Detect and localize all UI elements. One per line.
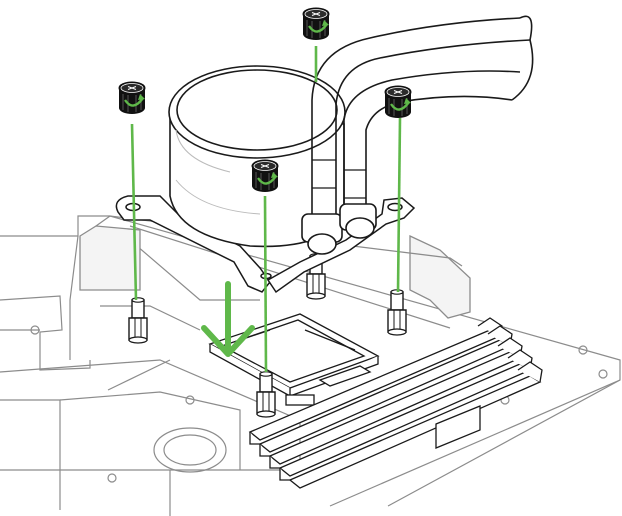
guide-line-2 bbox=[396, 117, 402, 293]
ram-slots bbox=[248, 317, 543, 489]
standoff-2 bbox=[387, 289, 407, 336]
guide-lines bbox=[130, 46, 402, 373]
thumbscrew-icon bbox=[301, 6, 331, 42]
thumbscrew-icon bbox=[383, 84, 413, 120]
standoff-1 bbox=[128, 297, 148, 344]
guide-line-1 bbox=[130, 123, 138, 301]
bracket-rail bbox=[79, 215, 471, 319]
thumbscrew-icon bbox=[117, 80, 147, 116]
standoff-3 bbox=[256, 371, 276, 418]
coolant-tubes bbox=[301, 15, 534, 255]
down-arrow-icon bbox=[201, 281, 255, 357]
guide-line-3 bbox=[263, 195, 268, 373]
thumbscrew-icon bbox=[250, 158, 280, 194]
